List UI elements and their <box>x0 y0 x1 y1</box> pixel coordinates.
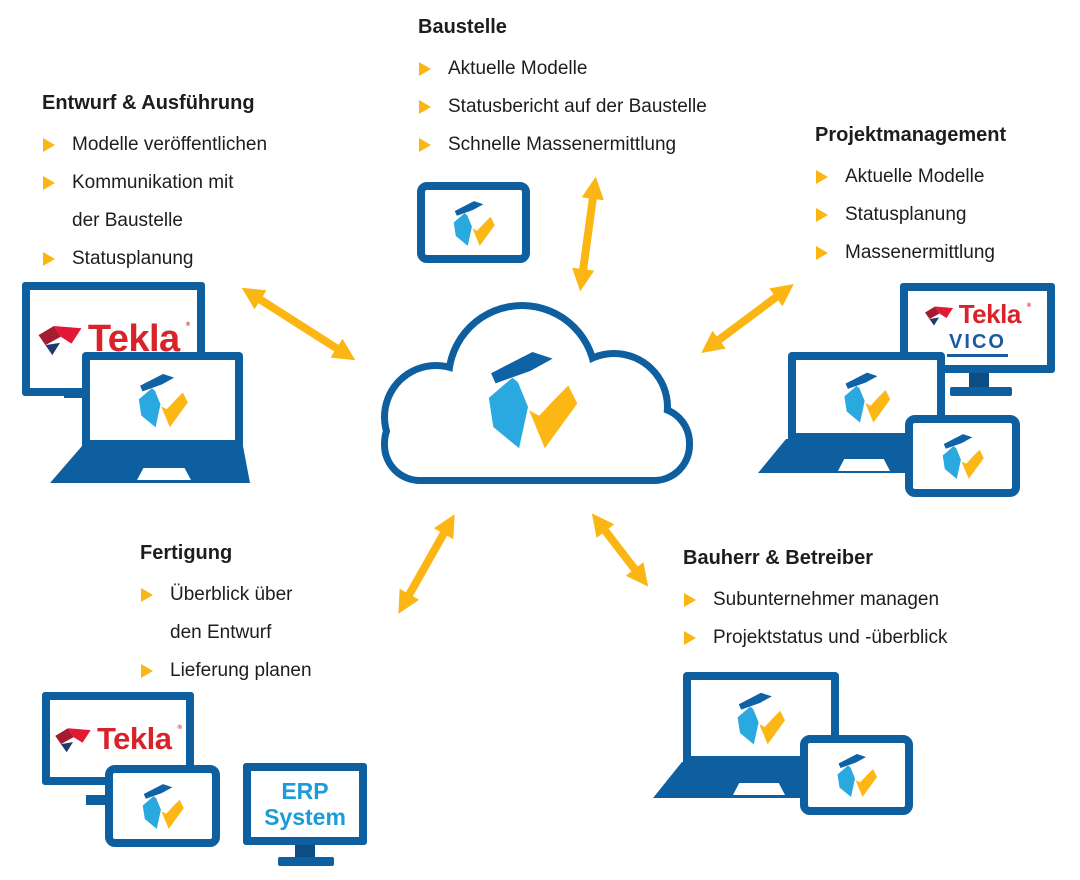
bullet-item: Statusplanung <box>815 196 1075 234</box>
triangle-right-icon <box>816 170 828 184</box>
vico-wordmark: VICO <box>947 332 1008 357</box>
bullet-text: Massenermittlung <box>845 242 995 263</box>
tekla-logo: Tekla ® <box>54 721 182 757</box>
bullet-item: Projektstatus und -überblick <box>683 619 1063 657</box>
group-bauherr-title: Bauherr & Betreiber <box>683 547 874 569</box>
tekla-arrow-icon <box>37 322 83 356</box>
erp-system-label: ERP System <box>264 778 346 831</box>
group-projektmanagement-list: Aktuelle Modelle Statusplanung Massenerm… <box>815 158 1075 272</box>
triangle-right-icon <box>419 138 431 152</box>
connect-logo-icon <box>832 750 882 800</box>
laptop-base-notch <box>733 783 785 795</box>
registered-mark: ® <box>185 320 191 328</box>
registered-mark: ® <box>177 723 182 731</box>
tablet-baustelle <box>417 182 530 263</box>
bullet-item: Lieferung planen <box>140 652 400 690</box>
group-baustelle-list: Aktuelle Modelle Statusbericht auf der B… <box>418 50 798 164</box>
laptop-projektmanagement <box>788 352 945 441</box>
group-baustelle-title: Baustelle <box>418 16 507 38</box>
tekla-wordmark: Tekla <box>97 720 172 756</box>
laptop-base-notch <box>137 468 191 480</box>
laptop-entwurf <box>82 352 243 448</box>
bullet-item: Massenermittlung <box>815 234 1075 272</box>
triangle-right-icon <box>684 593 696 607</box>
arrow-bauherr-cloud <box>591 513 649 587</box>
tekla-arrow-icon <box>924 304 954 326</box>
arrow-entwurf-cloud <box>241 287 356 361</box>
bullet-text: Projektstatus und -überblick <box>713 627 948 648</box>
monitor-stand-arm <box>64 388 86 398</box>
triangle-right-icon <box>816 246 828 260</box>
group-baustelle: Baustelle Aktuelle Modelle Statusbericht… <box>418 12 798 164</box>
bullet-text: Überblick über den Entwurf <box>170 584 293 643</box>
group-entwurf-list: Modelle veröffentlichen Kommunikation mi… <box>42 126 342 278</box>
triangle-right-icon <box>419 100 431 114</box>
bullet-item: Aktuelle Modelle <box>815 158 1075 196</box>
group-bauherr-list: Subunternehmer managen Projektstatus und… <box>683 581 1063 657</box>
connect-logo-icon <box>937 430 989 482</box>
bullet-text: Aktuelle Modelle <box>845 166 985 187</box>
bullet-item: Modelle veröffentlichen <box>42 126 342 164</box>
cloud-outline-icon <box>381 302 693 484</box>
bullet-item: Subunternehmer managen <box>683 581 1063 619</box>
bullet-item: Überblick über den Entwurf <box>140 576 400 652</box>
group-fertigung: Fertigung Überblick über den Entwurf Lie… <box>140 538 400 690</box>
connect-logo-icon <box>448 197 500 249</box>
tablet-fertigung <box>105 765 220 847</box>
triangle-right-icon <box>43 252 55 266</box>
triangle-right-icon <box>419 62 431 76</box>
triangle-right-icon <box>816 208 828 222</box>
connect-logo-icon <box>731 688 791 748</box>
connect-logo-icon <box>132 369 194 431</box>
triangle-right-icon <box>43 138 55 152</box>
bullet-item: Statusbericht auf der Baustelle <box>418 88 798 126</box>
tekla-wordmark: Tekla <box>958 299 1022 329</box>
group-projektmanagement-title: Projektmanagement <box>815 124 1007 146</box>
bullet-text: Kommunikation mit der Baustelle <box>72 172 234 231</box>
bullet-item: Kommunikation mit der Baustelle <box>42 164 342 240</box>
registered-mark: ® <box>1026 302 1032 309</box>
arrow-projektmanagement-cloud <box>701 283 794 354</box>
monitor-stand-base <box>950 387 1012 396</box>
connect-logo-icon <box>838 368 896 426</box>
group-fertigung-title: Fertigung <box>140 542 233 564</box>
group-bauherr-betreiber: Bauherr & Betreiber Subunternehmer manag… <box>683 543 1063 657</box>
monitor-stand-base <box>278 857 334 866</box>
bullet-text: Statusbericht auf der Baustelle <box>448 96 707 117</box>
bullet-text: Aktuelle Modelle <box>448 58 588 79</box>
bullet-item: Statusplanung <box>42 240 342 278</box>
monitor-erp-system: ERP System <box>243 763 367 845</box>
group-entwurf-ausfuehrung: Entwurf & Ausführung Modelle veröffentli… <box>42 88 342 278</box>
erp-line1: ERP <box>281 777 329 804</box>
bullet-text: Schnelle Massenermittlung <box>448 134 677 155</box>
triangle-right-icon <box>43 176 55 190</box>
bullet-text: Modelle veröffentlichen <box>72 134 268 155</box>
bullet-text: Statusplanung <box>845 204 967 225</box>
arrow-baustelle-cloud <box>572 176 604 292</box>
arrow-fertigung-cloud <box>398 514 455 614</box>
bullet-text: Lieferung planen <box>170 660 312 681</box>
connect-logo-icon <box>137 780 189 832</box>
triangle-right-icon <box>141 588 153 602</box>
monitor-stand-arm <box>86 795 108 805</box>
tablet-bauherr <box>800 735 913 815</box>
bullet-text: Statusplanung <box>72 248 194 269</box>
tablet-projektmanagement <box>905 415 1020 497</box>
monitor-stand-neck <box>969 373 989 388</box>
group-projektmanagement: Projektmanagement Aktuelle Modelle Statu… <box>815 120 1075 272</box>
bullet-item: Schnelle Massenermittlung <box>418 126 798 164</box>
triangle-right-icon <box>684 631 696 645</box>
triangle-right-icon <box>141 664 153 678</box>
group-fertigung-list: Überblick über den Entwurf Lieferung pla… <box>140 576 400 690</box>
group-entwurf-title: Entwurf & Ausführung <box>42 92 255 114</box>
bullet-text: Subunternehmer managen <box>713 589 940 610</box>
monitor-stand-neck <box>295 845 315 858</box>
erp-line2: System <box>264 804 346 830</box>
bullet-item: Aktuelle Modelle <box>418 50 798 88</box>
tekla-arrow-icon <box>54 725 92 753</box>
cloud <box>372 293 702 485</box>
laptop-base-notch <box>838 459 890 471</box>
tekla-logo: Tekla ® <box>924 299 1032 330</box>
